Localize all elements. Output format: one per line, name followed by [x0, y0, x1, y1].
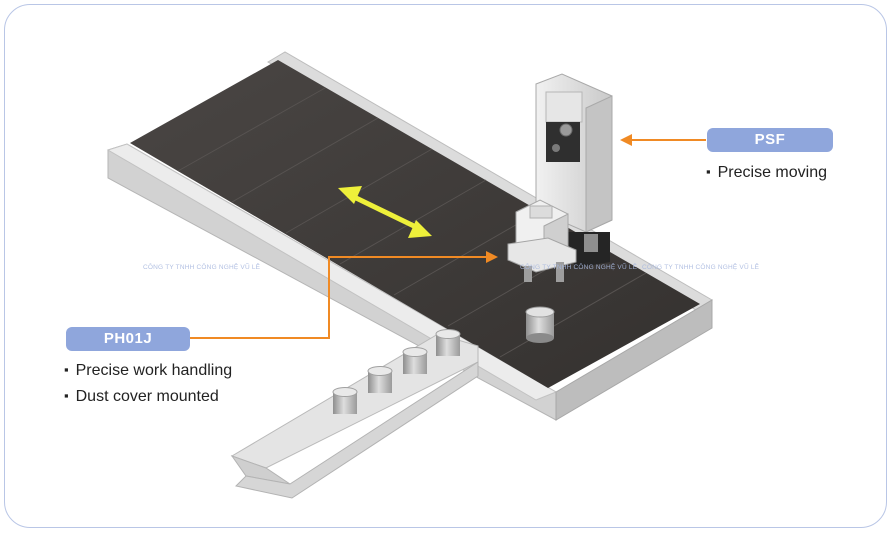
watermark-text: CÔNG TY TNHH CÔNG NGHỆ VŨ LÊ [143, 264, 261, 271]
chute-workpiece [367, 366, 393, 393]
conveyor-end-face [555, 299, 713, 421]
watermark-text: CÔNG TY TNHH CÔNG NGHỆ VŨ LÊ [642, 264, 760, 271]
double-headed-arrow-icon [338, 186, 432, 238]
chute-workpiece [332, 387, 358, 414]
ph01j-label: PH01J [66, 327, 190, 351]
psf-leader-line [620, 134, 706, 146]
ph01j-feature: Precise work handling [64, 362, 233, 380]
psf-label: PSF [707, 128, 833, 152]
belt-workpiece [525, 306, 555, 343]
ph01j-feature: Dust cover mounted [64, 388, 219, 406]
chute-front-wall [234, 361, 479, 499]
psf-feature: Precise moving [706, 164, 827, 182]
watermark-text: CÔNG TY TNHH CÔNG NGHỆ VŨ LÊ [520, 264, 638, 271]
ph01j-gripper [507, 199, 577, 282]
chute-workpieces [332, 329, 461, 414]
psf-actuator [535, 73, 613, 268]
chute-workpiece [402, 347, 428, 374]
chute-workpiece [435, 329, 461, 356]
ph01j-leader-line [190, 251, 498, 339]
